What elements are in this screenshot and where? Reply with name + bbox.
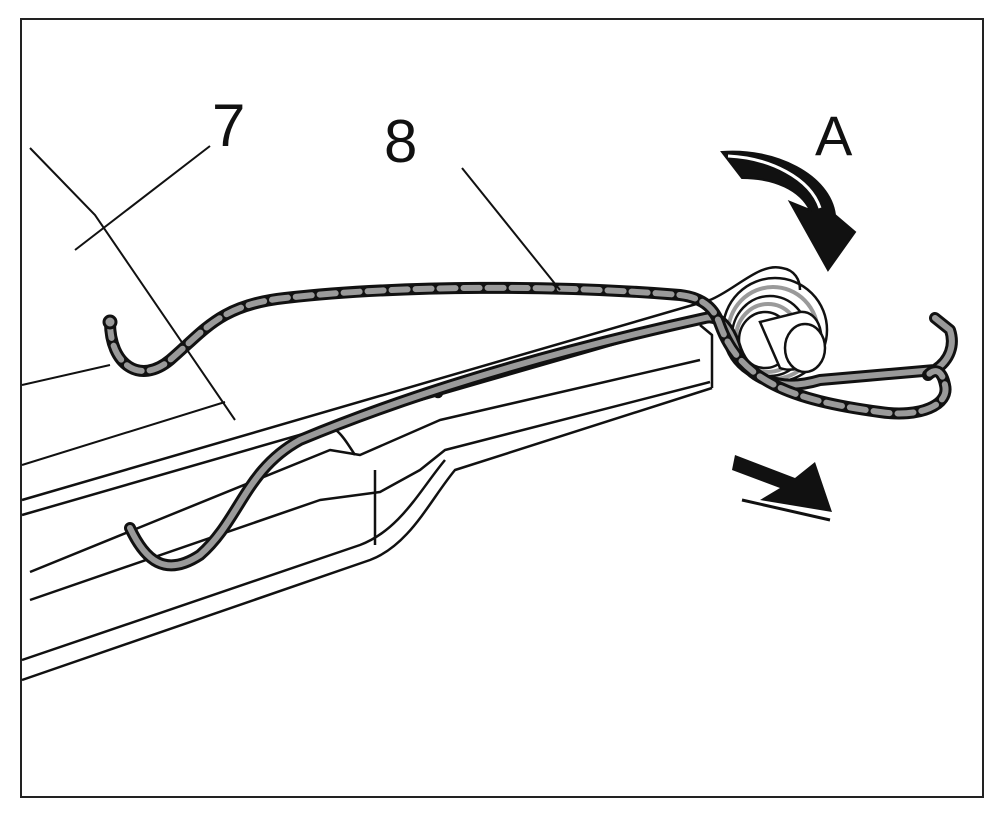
figure-frame xyxy=(20,18,984,798)
rotation-arrow-icon xyxy=(720,150,857,272)
background-surface xyxy=(21,147,236,466)
leader-line-7 xyxy=(74,145,211,251)
callout-7: 7 xyxy=(212,92,246,159)
leader-line-8 xyxy=(461,167,561,291)
pull-direction-arrow-icon xyxy=(732,455,832,522)
callout-leaders xyxy=(74,145,561,291)
spring-wire-dashed xyxy=(102,281,952,420)
wiper-arm xyxy=(21,265,802,682)
callout-8: 8 xyxy=(384,108,418,175)
callout-a: A xyxy=(815,104,853,167)
spring-wire-installed xyxy=(124,311,958,572)
